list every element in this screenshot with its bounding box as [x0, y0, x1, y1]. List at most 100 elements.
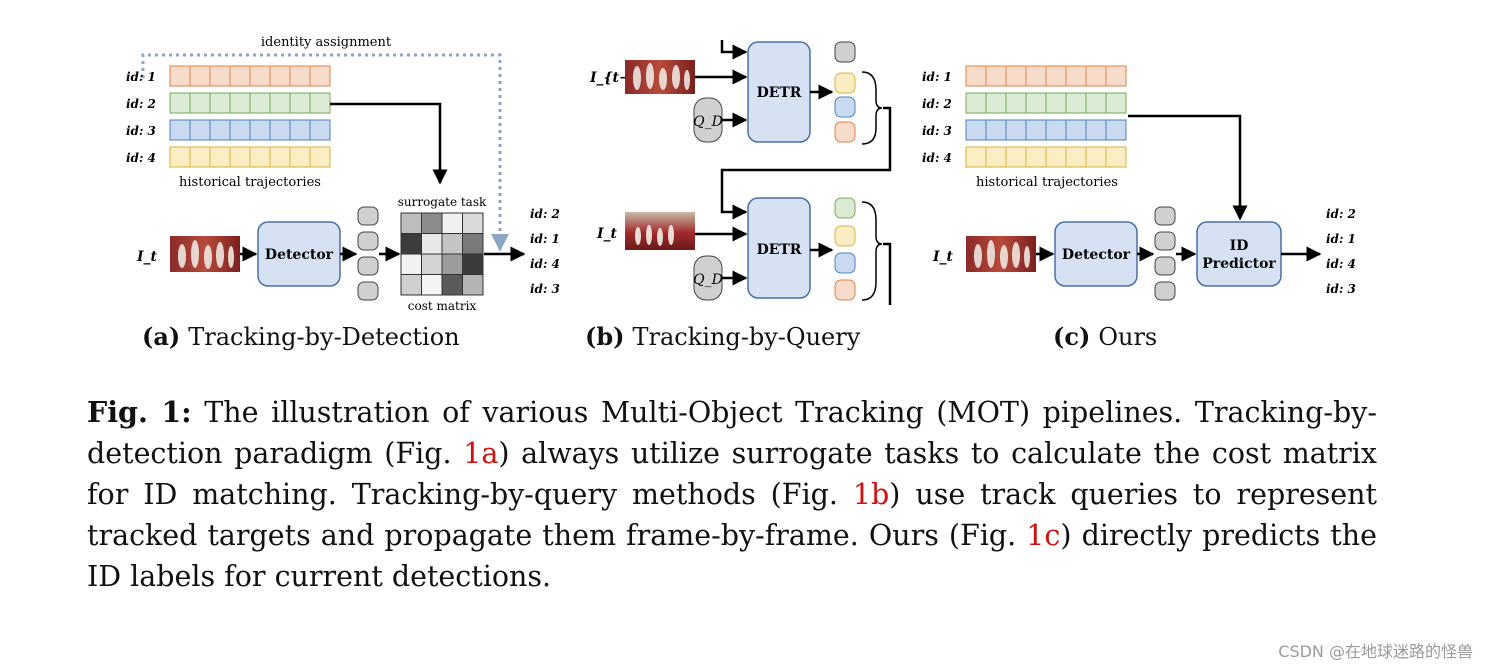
trajectory-cell	[1025, 119, 1047, 141]
trajectory-cell	[985, 92, 1007, 114]
trajectory-cell	[189, 146, 211, 168]
panel-b-letter: (b)	[585, 322, 625, 351]
caption-ref-1a[interactable]: 1a	[463, 437, 499, 470]
caption-text-1: The illustration of various Multi-Object…	[87, 396, 1377, 470]
id-label: id: 3	[126, 124, 156, 138]
detection-tokens	[357, 206, 379, 301]
trajectory-cell	[189, 92, 211, 114]
trajectory-cell	[269, 119, 291, 141]
cost-matrix-label: cost matrix	[408, 299, 477, 313]
trajectory-cell	[965, 65, 987, 87]
trajectory-cell	[189, 65, 211, 87]
output-id: id: 2	[530, 207, 560, 221]
frame-label: I_t	[932, 249, 954, 265]
output-id: id: 3	[1326, 282, 1356, 296]
caption-label: Fig. 1:	[87, 395, 192, 429]
trajectory-cell	[169, 146, 191, 168]
id-predictor-label-1: ID	[1230, 238, 1249, 254]
trajectory-cell	[1025, 92, 1047, 114]
trajectory-cell	[269, 146, 291, 168]
caption-text-4: ) directly predicts the ID labels for cu…	[87, 519, 1377, 593]
detector-label: Detector	[265, 247, 334, 263]
trajectory-cell	[1085, 146, 1107, 168]
propagate-arrow	[720, 106, 892, 220]
trajectory-cell	[169, 92, 191, 114]
trajectory-cell	[249, 92, 271, 114]
cost-matrix-cell	[400, 233, 422, 255]
trajectory-cell	[209, 92, 231, 114]
figure-caption: Fig. 1: The illustration of various Mult…	[87, 392, 1377, 597]
identity-assignment-arrow	[141, 53, 509, 252]
cost-matrix-cell	[441, 253, 463, 275]
id-predictor-label-2: Predictor	[1202, 256, 1276, 272]
trajectory-cell	[1105, 92, 1127, 114]
caption-ref-1c[interactable]: 1c	[1026, 519, 1061, 552]
cost-matrix-cell	[421, 274, 443, 296]
trajectory-cell	[229, 65, 251, 87]
query-label: Q_D	[693, 114, 723, 130]
trajectory-cell	[169, 119, 191, 141]
frame-cur-label: I_t	[596, 226, 618, 242]
trajectory-cell	[249, 119, 271, 141]
caption-ref-1b[interactable]: 1b	[852, 478, 890, 511]
detector-label: Detector	[1062, 247, 1131, 263]
cost-matrix-cell	[462, 233, 484, 255]
detection-tokens	[1154, 206, 1176, 301]
trajectory-cell	[1085, 119, 1107, 141]
cost-matrix-cell	[400, 212, 422, 234]
id-label: id: 4	[922, 151, 952, 165]
caption-text-3: ) use track queries to represent tracked…	[87, 478, 1377, 552]
trajectory-cell	[1005, 92, 1027, 114]
trajectory-cell	[209, 65, 231, 87]
trajectory-cell	[209, 146, 231, 168]
panel-c-letter: (c)	[1053, 322, 1091, 351]
trajectory-cell	[289, 146, 311, 168]
id-label: id: 1	[126, 70, 156, 84]
trajectory-cell	[985, 146, 1007, 168]
id-label: id: 4	[126, 151, 156, 165]
trajectory-cell	[965, 119, 987, 141]
cost-matrix-cell	[462, 212, 484, 234]
cost-matrix-cell	[462, 274, 484, 296]
cost-matrix-cell	[400, 253, 422, 275]
trajectory-cell	[309, 92, 331, 114]
trajectory-cell	[229, 92, 251, 114]
trajectory-cell	[965, 146, 987, 168]
detr-label: DETR	[757, 242, 802, 258]
cost-matrix-cell	[400, 274, 422, 296]
trajectory-cell	[1065, 119, 1087, 141]
cost-matrix-cell	[421, 233, 443, 255]
trajectory-cell	[1005, 146, 1027, 168]
panel-a-caption: (a)Tracking-by-Detection	[142, 322, 460, 351]
detr-label: DETR	[757, 85, 802, 101]
trajectory-cell	[1085, 92, 1107, 114]
trajectories-to-matrix-arrow	[330, 102, 448, 185]
output-id: id: 4	[530, 257, 560, 271]
trajectory-cell	[249, 65, 271, 87]
historical-trajectories-label: historical trajectories	[976, 175, 1118, 190]
trajectory-cell	[1065, 65, 1087, 87]
trajectory-cell	[1045, 65, 1067, 87]
cost-matrix-cell	[421, 212, 443, 234]
cost-matrix-cell	[421, 253, 443, 275]
trajectory-cell	[289, 92, 311, 114]
panel-b-caption: (b)Tracking-by-Query	[585, 322, 860, 351]
trajectory-cell	[269, 92, 291, 114]
historical-trajectories-c	[965, 65, 1127, 168]
cost-matrix-cell	[462, 253, 484, 275]
trajectory-cell	[229, 146, 251, 168]
trajectory-cell	[1005, 65, 1027, 87]
trajectory-cell	[249, 146, 271, 168]
trajectory-cell	[209, 119, 231, 141]
trajectory-cell	[1045, 92, 1067, 114]
output-id: id: 2	[1326, 207, 1356, 221]
watermark: CSDN @在地球迷路的怪兽	[1278, 642, 1473, 661]
panel-c: id: 1 id: 2 id: 3 id: 4 historical traje…	[922, 65, 1356, 301]
output-id: id: 1	[530, 232, 560, 246]
identity-assignment-label: identity assignment	[261, 35, 392, 50]
brace-bottom	[861, 201, 883, 301]
trajectory-cell	[1065, 92, 1087, 114]
id-label: id: 1	[922, 70, 952, 84]
figure-diagram: identity assignment id: 1 id: 2 id: 3 id…	[126, 35, 1356, 313]
id-label: id: 2	[126, 97, 156, 111]
